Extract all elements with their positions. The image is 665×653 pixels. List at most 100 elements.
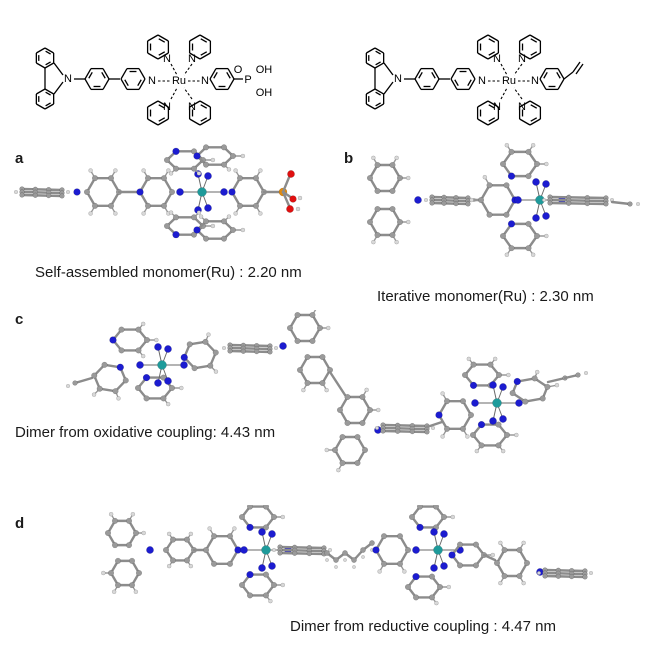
carbon-atom — [163, 156, 171, 164]
ruthenium-atom — [197, 187, 207, 197]
carbon-atom — [306, 550, 312, 557]
pyridine-lower-model — [163, 210, 216, 239]
caption-b: Iterative monomer(Ru) : 2.30 nm — [377, 288, 594, 305]
hydrogen-atom — [166, 531, 172, 537]
carbon-atom — [533, 232, 541, 240]
hydrogen-atom — [258, 211, 263, 216]
hydrogen-atom — [233, 211, 238, 216]
caption-d: Dimer from reductive coupling : 4.47 nm — [290, 618, 556, 635]
bond — [530, 51, 538, 56]
carbon-atom — [96, 385, 103, 392]
c-c-bond — [381, 423, 429, 428]
carbon-atom — [267, 349, 273, 355]
nitrogen-atom — [471, 399, 479, 407]
carbon-atom — [359, 393, 366, 401]
carbon-atom — [396, 218, 404, 226]
bond — [467, 79, 472, 87]
carbon-atom — [366, 406, 374, 414]
c-c-bond — [228, 346, 272, 351]
phenyl-ring-model — [83, 168, 123, 216]
hydrogen-atom — [466, 356, 472, 362]
phenyl-edge-on — [221, 342, 279, 355]
bond — [157, 52, 169, 60]
carbazole-ring-upper-model — [366, 155, 411, 195]
carbon-atom — [168, 384, 176, 392]
bond — [513, 63, 523, 76]
carbon-atom — [344, 393, 351, 401]
carbon-atom — [467, 411, 475, 419]
carbon-atom — [144, 175, 152, 182]
hydrogen-atom — [226, 214, 232, 219]
carbon-atom — [331, 446, 339, 454]
bond — [137, 79, 142, 87]
phenyl-ring — [414, 67, 440, 91]
nitrogen-atom — [246, 570, 254, 579]
carbon-atom — [286, 324, 294, 332]
bond — [375, 102, 381, 107]
hydrogen-atom — [377, 569, 382, 574]
carbon-atom — [262, 592, 270, 599]
bond — [519, 52, 531, 60]
nitrogen-atom — [180, 353, 188, 362]
hydrogen-atom — [168, 210, 174, 215]
bond — [101, 71, 106, 79]
carbazole-edge-on — [13, 186, 71, 199]
bond — [157, 34, 169, 42]
vinyl-bond — [610, 200, 632, 206]
carbon-atom — [294, 337, 301, 345]
hydrogen-atom — [326, 325, 331, 331]
nitrogen-atom — [116, 363, 124, 371]
carbon-atom — [132, 529, 140, 537]
hydroxyl-1-label: OH — [256, 64, 273, 76]
carbon-atom — [555, 573, 561, 579]
carbon-atom — [525, 173, 532, 180]
panel-letter-a: a — [15, 150, 24, 167]
carbon-atom — [229, 152, 237, 160]
hydrogen-atom — [179, 385, 184, 391]
carbon-atom — [432, 505, 440, 510]
carbon-atom — [172, 165, 180, 172]
hydrogen-atom — [233, 168, 238, 173]
nitrogen-atom — [489, 381, 497, 389]
nitrogen-atom — [142, 373, 151, 382]
carbon-atom — [428, 573, 436, 580]
carbon-atom — [304, 353, 311, 361]
carbon-atom — [59, 193, 65, 199]
carbon-atom — [627, 201, 633, 207]
hydrogen-atom — [210, 223, 216, 229]
bond — [530, 38, 538, 43]
bond — [366, 47, 376, 54]
carbon-atom — [603, 201, 609, 207]
bond — [147, 52, 159, 60]
molecule-model-a — [13, 144, 303, 242]
nitrogen-atom — [172, 231, 180, 239]
carbon-atom — [143, 336, 151, 344]
hydrogen-atom — [406, 175, 411, 181]
hydrogen-atom — [506, 372, 511, 378]
hydrogen-atom — [232, 526, 237, 531]
bond — [477, 34, 489, 42]
c-c-bond — [20, 187, 64, 192]
hydrogen-atom — [141, 211, 146, 216]
carbon-atom — [144, 202, 152, 209]
bond — [45, 102, 51, 107]
terpyridine-edge-on — [271, 544, 333, 557]
carbon-atom — [453, 200, 459, 207]
carbon-atom — [191, 365, 198, 372]
phenyl-ring — [84, 67, 110, 91]
carbon-atom — [107, 175, 115, 182]
hydrogen-atom — [198, 214, 204, 219]
carbazole-ring-lower-model — [101, 557, 143, 595]
hydrogen-atom — [133, 589, 139, 595]
carbon-atom — [478, 442, 485, 449]
carbon-atom — [262, 505, 270, 510]
c-c-bond — [381, 426, 429, 431]
hydrogen-atom — [482, 174, 488, 180]
bond — [200, 51, 208, 56]
hydrogen-atom — [111, 589, 117, 595]
carbon-atom — [304, 379, 311, 387]
carbon-atom — [128, 557, 136, 564]
carbon-atom — [533, 160, 541, 168]
